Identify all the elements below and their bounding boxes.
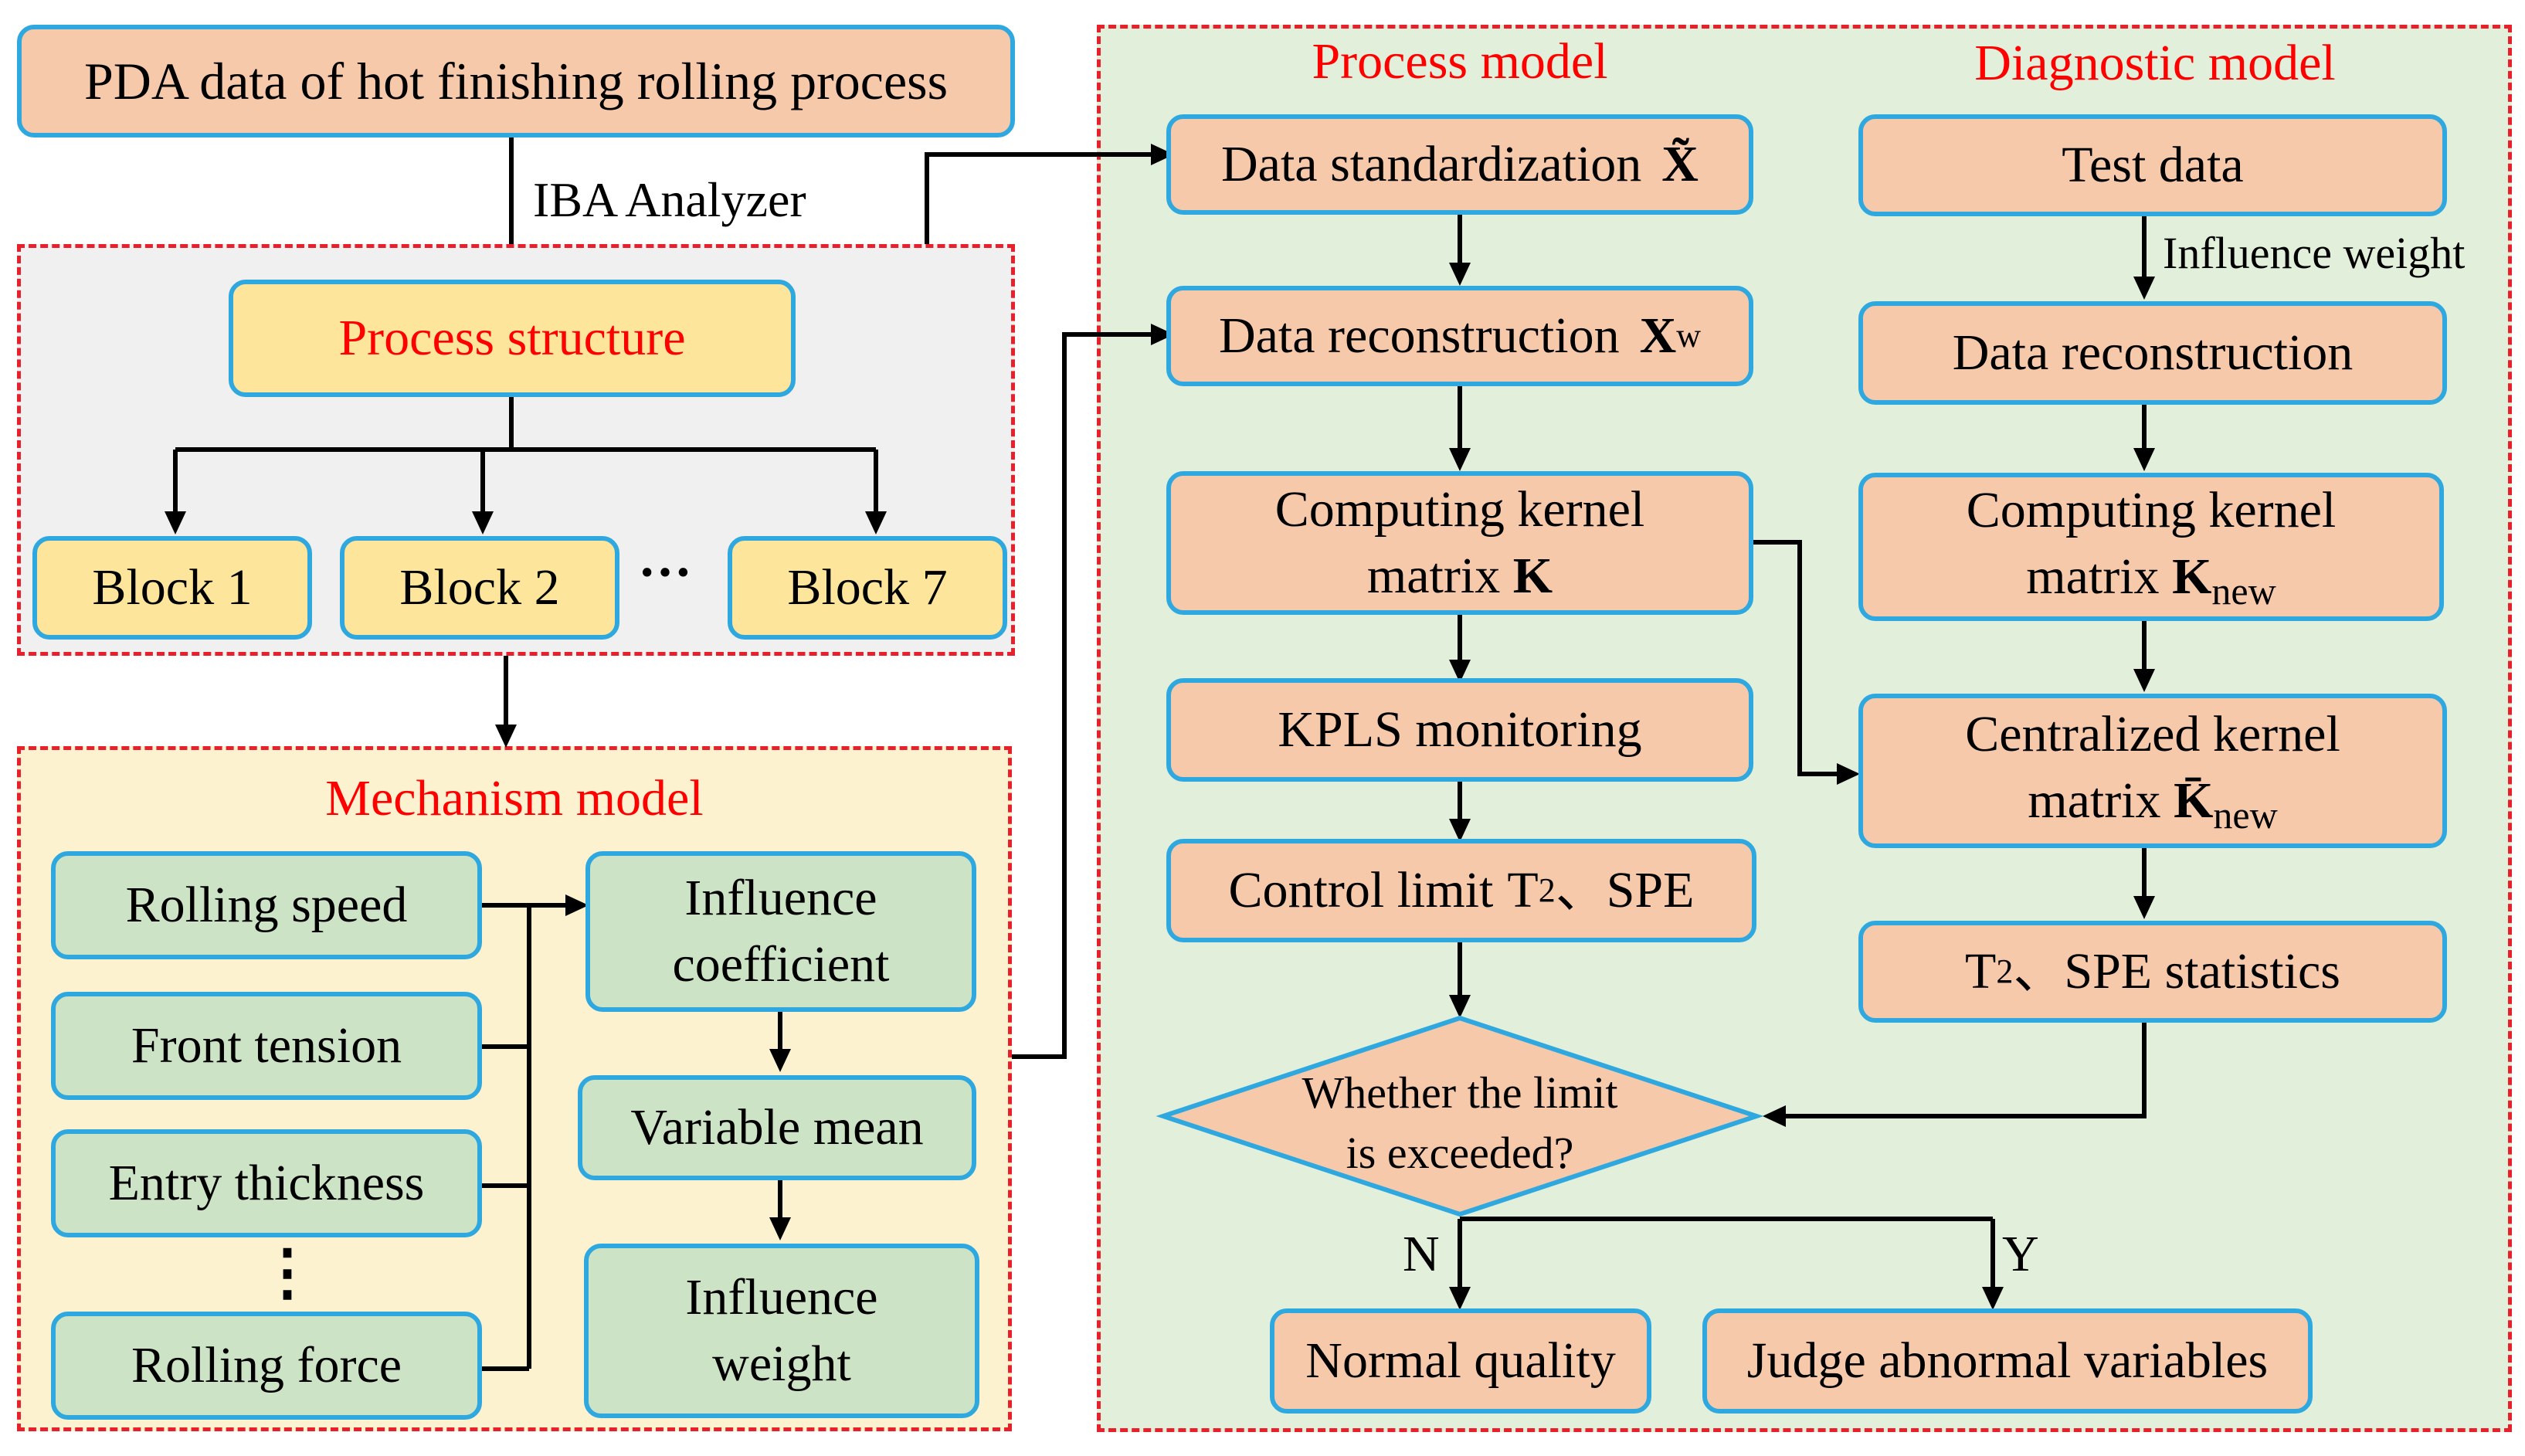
stats-spe-label: 、SPE statistics — [2013, 943, 2340, 1000]
diag-kernel-matrix-word: matrix — [2026, 548, 2160, 605]
rolling-speed-label: Rolling speed — [125, 877, 408, 934]
kpls-monitoring-label: KPLS monitoring — [1278, 701, 1642, 759]
diag-data-reconstruction-box: Data reconstruction — [1858, 301, 2447, 405]
decision-diamond — [1156, 1015, 1764, 1217]
connector-kernel-to-centralized — [1753, 540, 1848, 776]
normal-quality-label: Normal quality — [1305, 1332, 1616, 1390]
block-1-label: Block 1 — [92, 559, 253, 616]
diagnostic-model-title: Diagnostic model — [1974, 35, 2336, 91]
central-kernel-line2: matrix K̄new — [2028, 768, 2277, 840]
process-structure-box: Process structure — [229, 280, 796, 397]
data-standardization-box: Data standardization X̃ — [1166, 114, 1753, 215]
k-bar-new-symbol: K̄ — [2174, 772, 2214, 829]
central-kernel-line1: Centralized kernel — [1965, 706, 2340, 762]
rolling-force-label: Rolling force — [131, 1337, 402, 1394]
k-symbol: K — [1512, 548, 1553, 604]
computing-kernel-line2: matrix K — [1367, 543, 1553, 609]
variable-mean-box: Variable mean — [578, 1075, 976, 1180]
block-1-box: Block 1 — [32, 536, 312, 640]
process-model-title: Process model — [1312, 33, 1608, 90]
front-tension-label: Front tension — [131, 1017, 402, 1074]
blocks-ellipsis: ··· — [638, 543, 693, 602]
mechanism-model-title: Mechanism model — [325, 770, 704, 826]
pda-data-box: PDA data of hot finishing rolling proces… — [17, 25, 1015, 137]
variable-mean-label: Variable mean — [630, 1099, 924, 1156]
x-tilde-symbol: X̃ — [1661, 136, 1699, 193]
influence-coefficient-box: Influence coefficient — [585, 851, 976, 1012]
influence-weight-label: Influence weight — [685, 1269, 878, 1392]
computing-kernel-line1: Computing kernel — [1274, 481, 1645, 538]
kpls-monitoring-box: KPLS monitoring — [1166, 678, 1753, 782]
connector-mechanism-to-reconstruction — [1012, 332, 1163, 1059]
block-7-label: Block 7 — [787, 559, 948, 616]
block-2-label: Block 2 — [399, 559, 560, 616]
arrowheads — [165, 144, 2155, 1310]
no-label: N — [1403, 1226, 1440, 1282]
control-limit-spe: 、SPE — [1555, 862, 1695, 919]
computing-kernel-box: Computing kernel matrix K — [1166, 471, 1753, 615]
connector-to-standardization — [925, 152, 1163, 244]
connector-stats-to-decision — [1773, 1020, 2147, 1118]
iba-analyzer-label: IBA Analyzer — [533, 172, 806, 227]
diag-kernel-line2: matrix Knew — [2026, 544, 2276, 616]
control-limit-t-sup: 2 — [1538, 871, 1556, 910]
influence-weight-arrow-label: Influence weight — [2163, 228, 2466, 278]
k-bar-new-subscript: new — [2213, 792, 2278, 837]
rolling-speed-box: Rolling speed — [51, 851, 482, 959]
entry-thickness-box: Entry thickness — [51, 1129, 482, 1237]
test-data-label: Test data — [2062, 137, 2244, 194]
central-kernel-matrix-word: matrix — [2028, 772, 2161, 829]
entry-thickness-label: Entry thickness — [108, 1155, 425, 1212]
judge-abnormal-box: Judge abnormal variables — [1702, 1308, 2313, 1414]
influence-coefficient-label: Influence coefficient — [672, 870, 890, 993]
computing-kernel-matrix-word: matrix — [1366, 548, 1501, 604]
judge-abnormal-label: Judge abnormal variables — [1746, 1332, 2269, 1390]
x-w-symbol: X — [1639, 307, 1677, 365]
block-2-box: Block 2 — [340, 536, 619, 640]
diag-data-reconstruction-label: Data reconstruction — [1952, 324, 2354, 382]
centralized-kernel-box: Centralized kernel matrix K̄new — [1858, 694, 2447, 848]
decision-line2: is exceeded? — [1346, 1128, 1574, 1179]
stats-t-sup: 2 — [1996, 952, 2014, 991]
control-limit-label: Control limit — [1228, 862, 1494, 919]
rolling-force-box: Rolling force — [51, 1312, 482, 1420]
yes-label: Y — [2002, 1226, 2039, 1282]
influence-weight-box: Influence weight — [584, 1244, 979, 1418]
data-standardization-label: Data standardization — [1221, 136, 1642, 193]
front-tension-box: Front tension — [51, 992, 482, 1100]
inputs-vertical-ellipsis: ⋮ — [256, 1239, 318, 1307]
k-new-subscript: new — [2211, 568, 2276, 613]
pda-data-label: PDA data of hot finishing rolling proces… — [83, 51, 949, 110]
normal-quality-box: Normal quality — [1270, 1308, 1651, 1414]
block-7-box: Block 7 — [728, 536, 1007, 640]
diag-kernel-line1: Computing kernel — [1966, 482, 2337, 538]
test-data-box: Test data — [1858, 114, 2447, 216]
decision-text: Whether the limit is exceeded? — [1220, 1063, 1699, 1184]
control-limit-t-symbol: T — [1507, 862, 1539, 919]
data-reconstruction-label: Data reconstruction — [1218, 307, 1620, 365]
x-w-superscript: w — [1676, 317, 1702, 355]
decision-line1: Whether the limit — [1302, 1067, 1618, 1118]
process-structure-label: Process structure — [338, 310, 686, 367]
stats-t-symbol: T — [1965, 943, 1997, 1000]
diag-computing-kernel-box: Computing kernel matrix Knew — [1858, 473, 2444, 621]
k-new-symbol: K — [2172, 548, 2212, 605]
